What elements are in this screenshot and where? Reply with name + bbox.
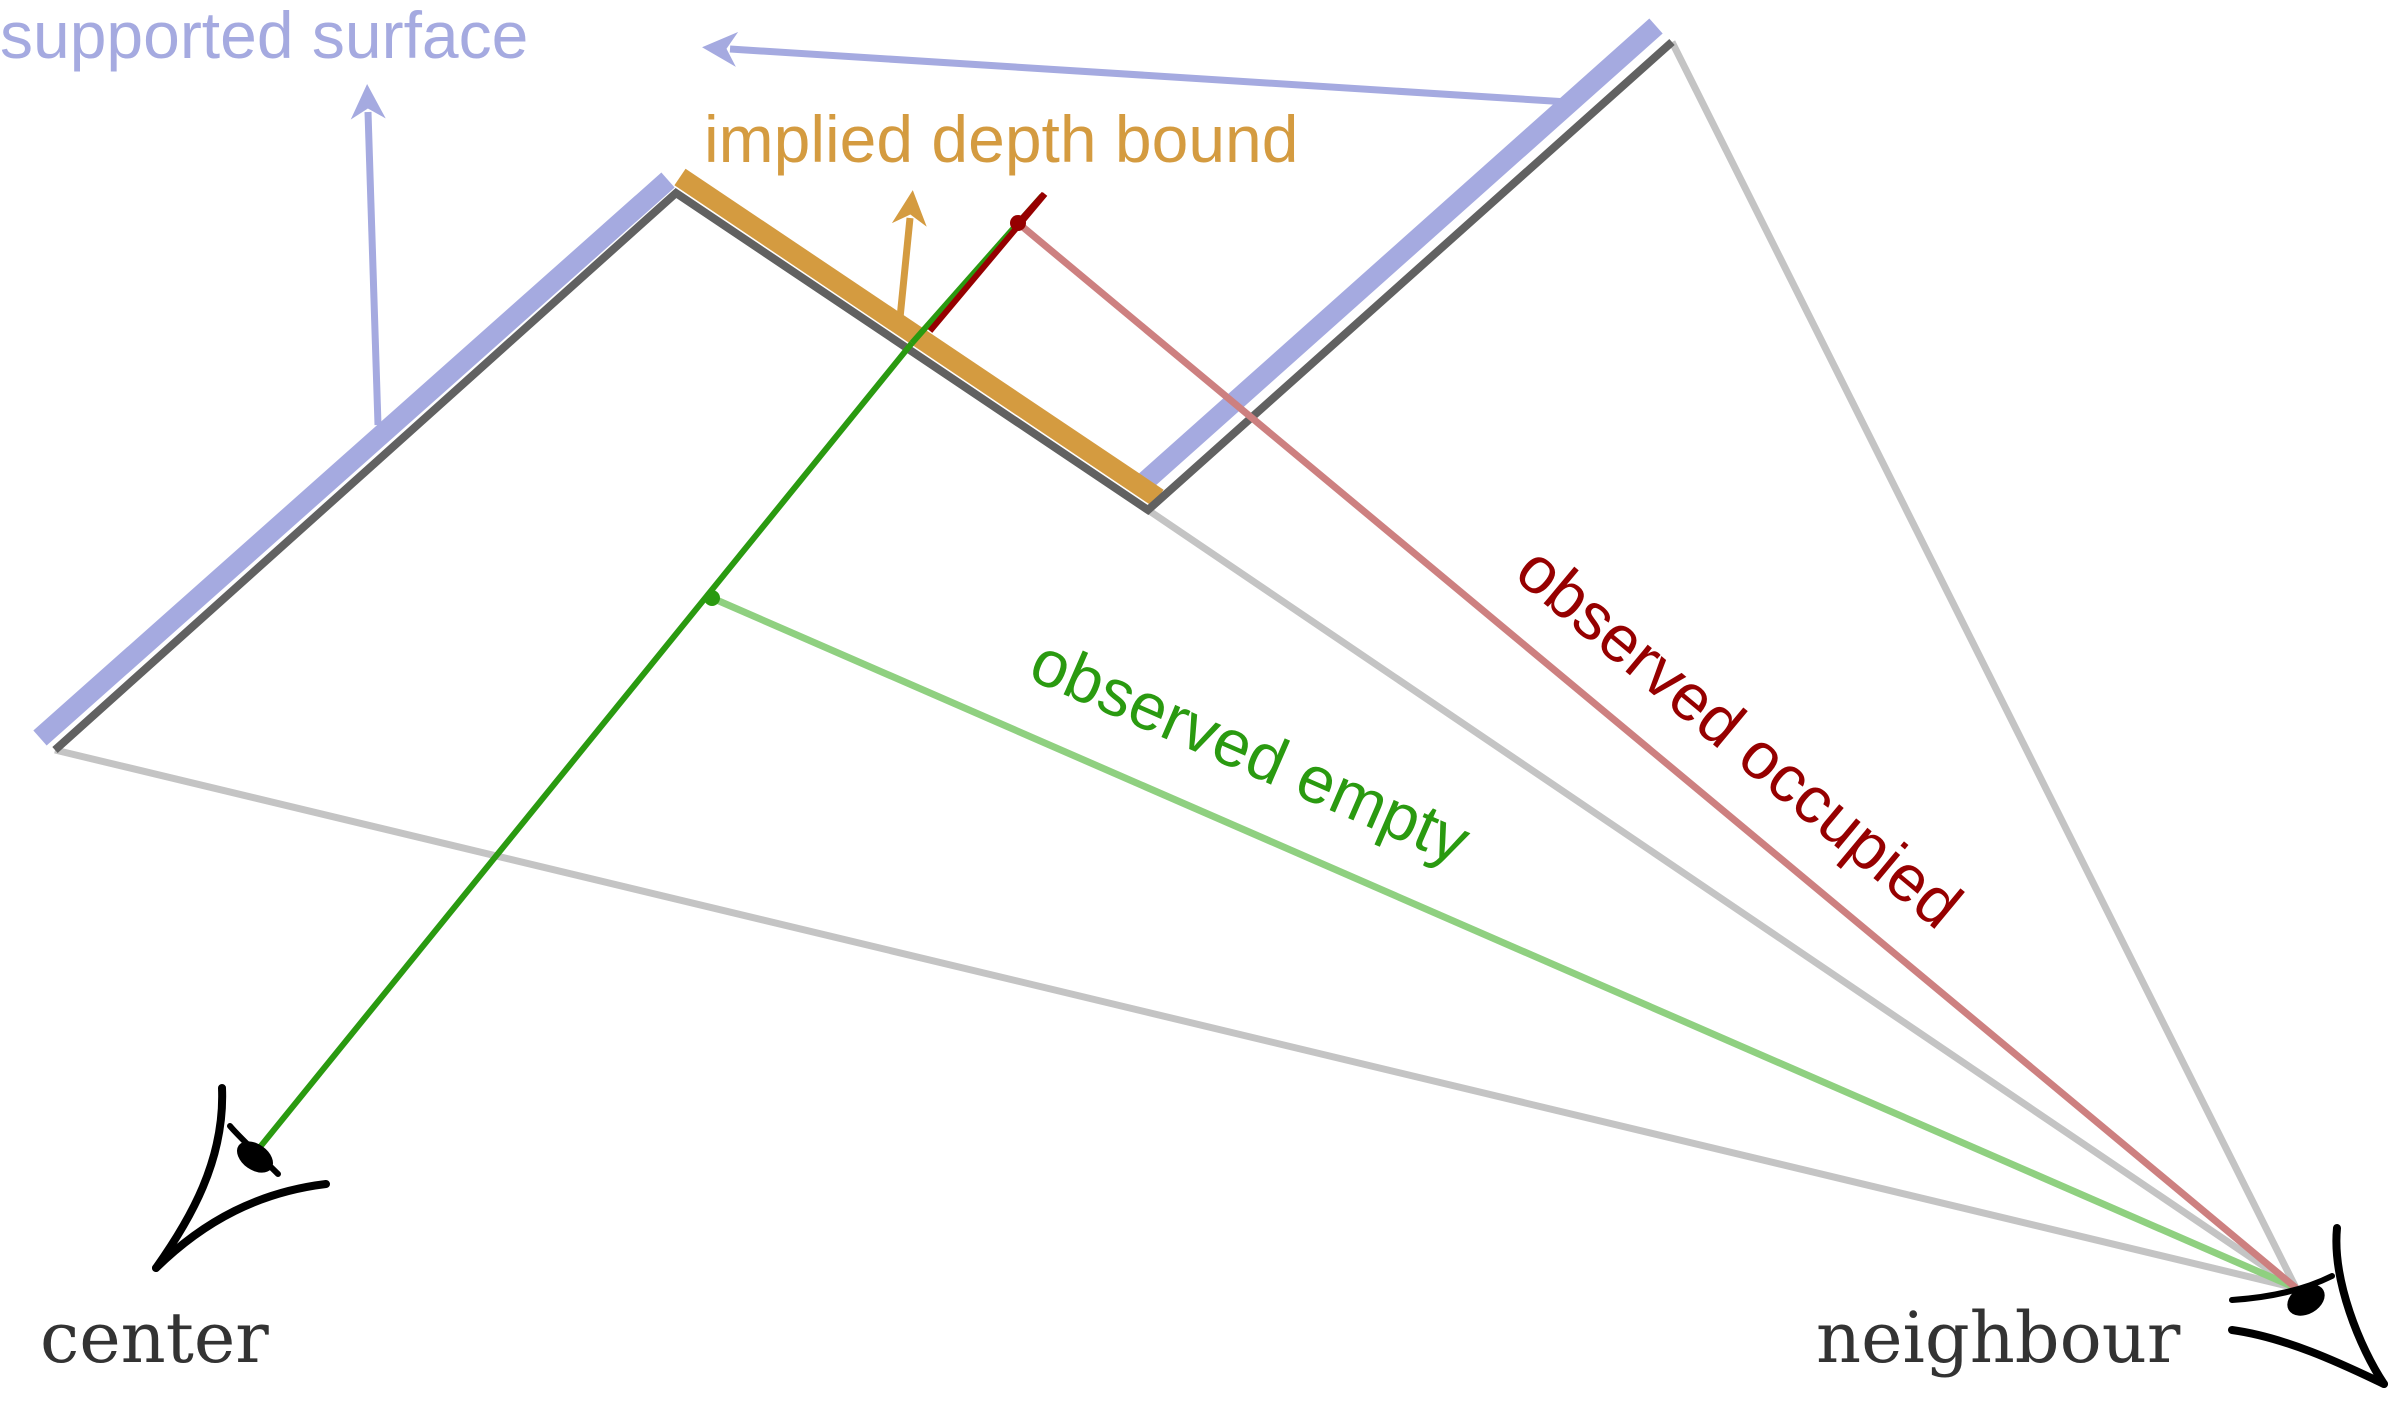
- supported-surface-label: supported surface: [0, 0, 528, 72]
- observed-empty-label: observed empty: [1020, 623, 1480, 878]
- frustum-ray-right: [1668, 40, 2300, 1290]
- frustum-ray-middle: [1146, 507, 2298, 1291]
- neighbour-camera-label: neighbour: [1816, 1297, 2181, 1379]
- scene-surface: [52, 39, 1675, 753]
- center-camera-label: center: [40, 1297, 269, 1379]
- center-ray-empty: [253, 341, 915, 1154]
- supported-arrow-up: [350, 84, 386, 426]
- supported-surface-arrows: [350, 31, 1569, 426]
- supported-surface-highlight: [33, 18, 1663, 746]
- neighbour-frustum: [54, 40, 2300, 1292]
- frustum-ray-left: [54, 746, 2297, 1292]
- implied-depth-bound-arrow: [891, 190, 927, 319]
- observed-empty-ray: [710, 594, 2298, 1292]
- observed-empty-point: [704, 590, 720, 606]
- supported-arrow-left: [702, 31, 1569, 106]
- implied-depth-bound-label: implied depth bound: [704, 102, 1298, 176]
- center-camera-eye-icon: [152, 1084, 330, 1272]
- observed-occupied-label: observed occupied: [1503, 531, 1976, 943]
- neighbour-camera-eye-icon: [2228, 1224, 2388, 1388]
- observed-occupied-ray: [1015, 220, 2299, 1291]
- observed-occupied-point: [1010, 215, 1026, 231]
